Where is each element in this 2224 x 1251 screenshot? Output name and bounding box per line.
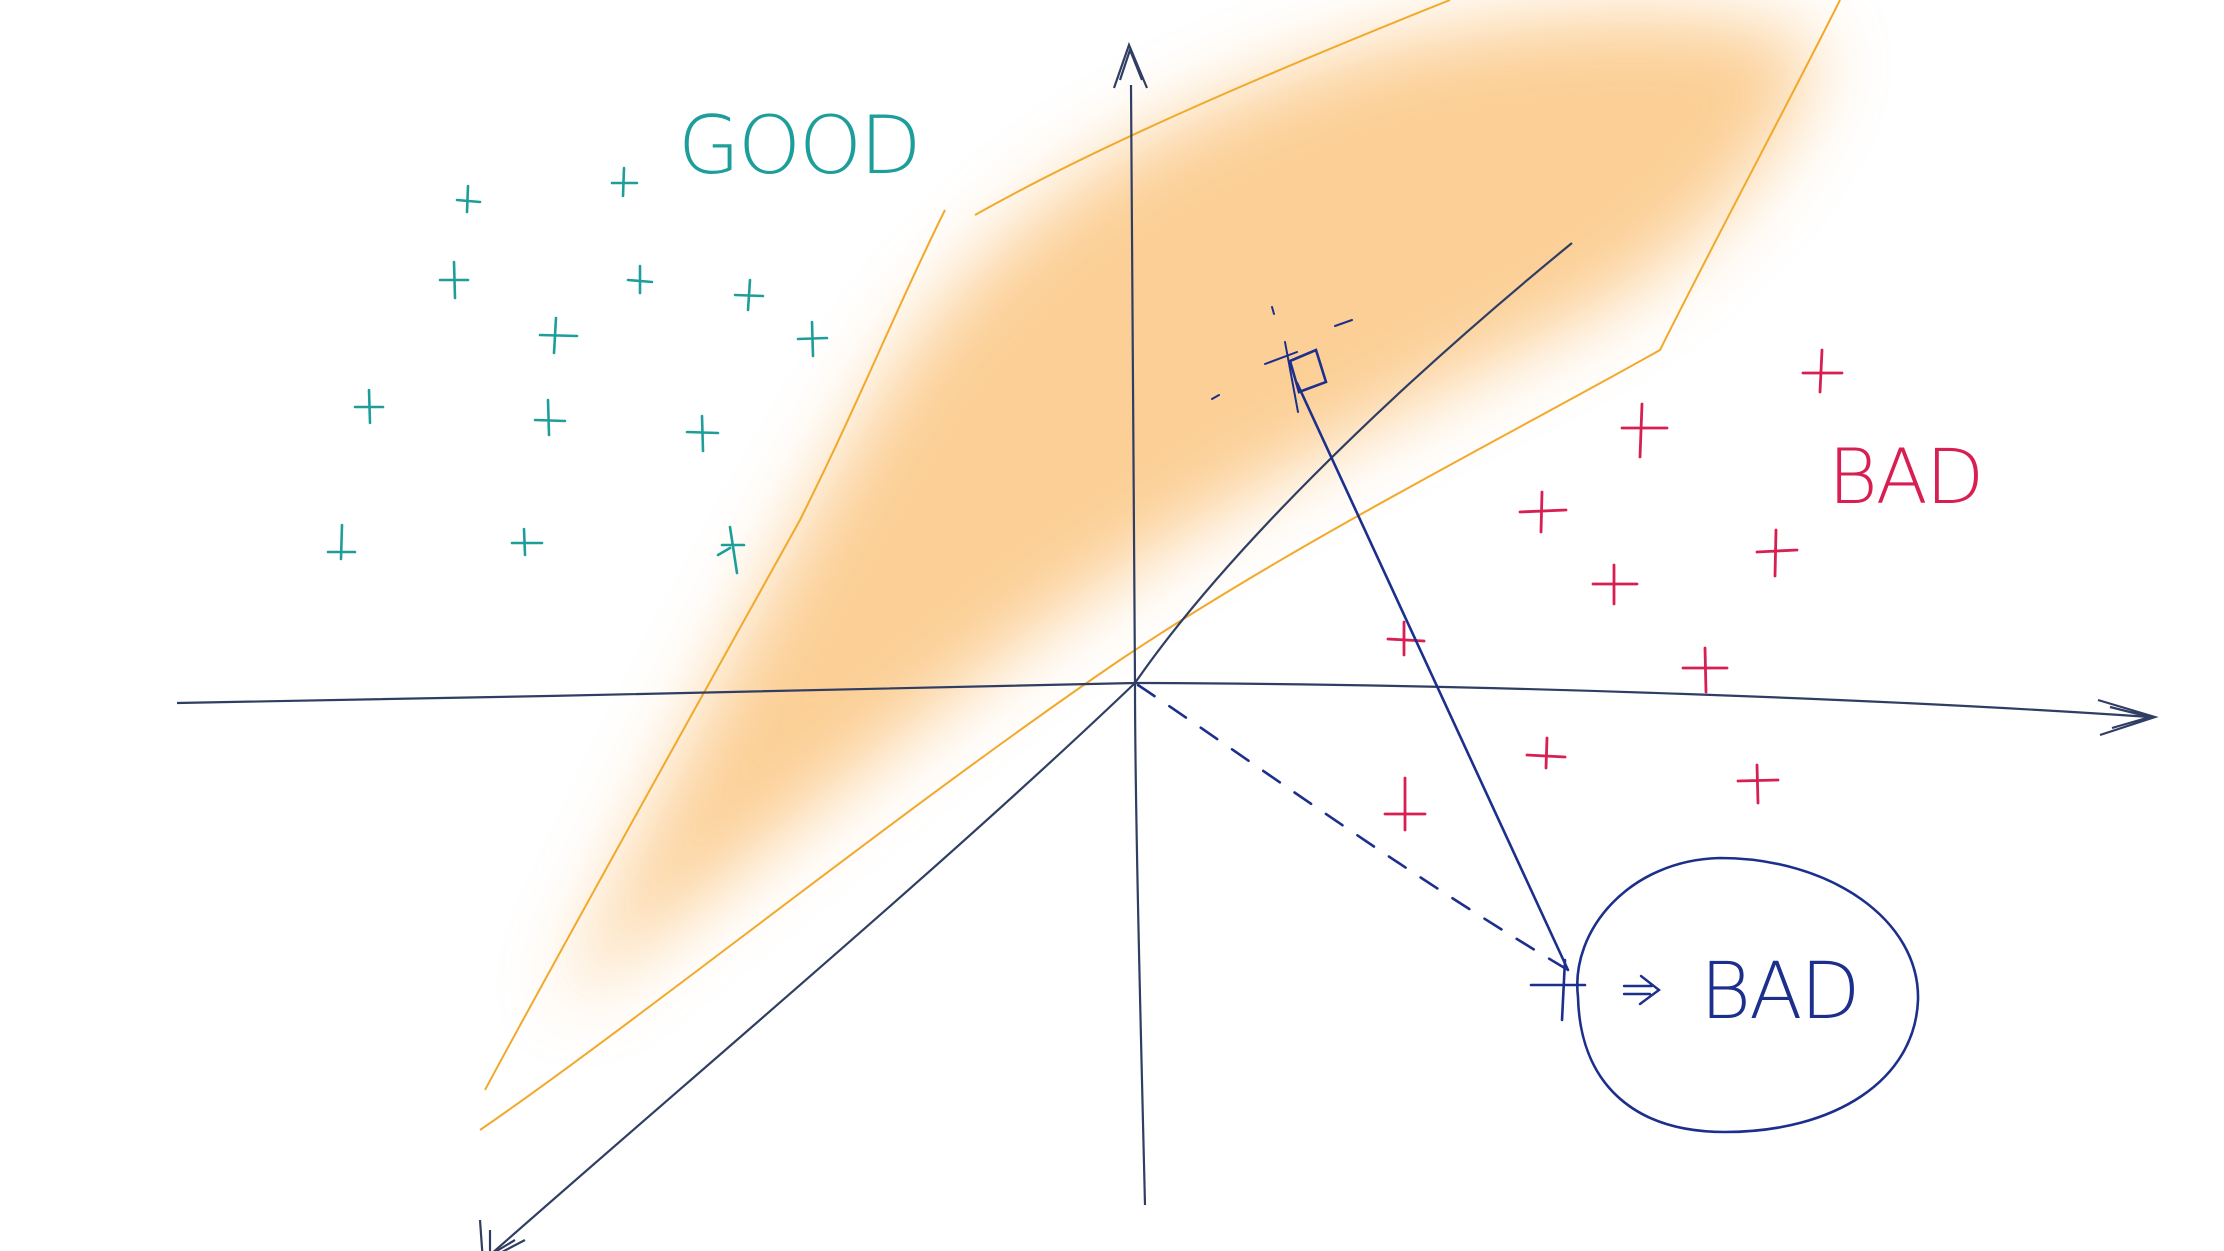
z-axis	[492, 242, 1573, 1251]
query-annotation	[1136, 306, 1920, 1134]
margin-upper-edge	[484, 209, 946, 1091]
prediction-circle	[1575, 856, 1920, 1134]
query-crosshair	[1211, 306, 1353, 413]
good-point	[455, 184, 482, 214]
margin-band	[479, 0, 1841, 1131]
good-point	[533, 398, 567, 437]
axes	[176, 41, 2159, 1251]
good-point	[510, 527, 544, 557]
good-point	[796, 320, 829, 358]
good-point	[538, 316, 579, 355]
good-point	[733, 278, 765, 312]
prediction-arrow-icon	[1622, 974, 1661, 1006]
good-point	[685, 414, 720, 453]
projection-foot-marker	[1288, 348, 1328, 394]
bad-point	[1525, 736, 1567, 770]
prediction-label: BAD	[1700, 947, 1859, 1037]
projection-dashed-line	[1136, 683, 1570, 972]
margin-lower-edge	[479, 0, 1841, 1131]
x-axis-arrowhead	[2097, 698, 2159, 737]
bad-points	[1383, 348, 1844, 832]
projection-line	[1295, 381, 1570, 972]
bad-point	[1736, 763, 1780, 805]
bad-point	[1591, 563, 1639, 606]
margin-upper-edge-2	[974, 0, 1451, 216]
bad-point	[1755, 528, 1799, 578]
bad-point	[1681, 646, 1729, 694]
good-label: GOOD	[678, 99, 920, 192]
good-point	[438, 260, 470, 300]
good-points	[326, 166, 829, 575]
good-point	[720, 525, 746, 575]
good-point	[353, 388, 385, 425]
y-axis-arrowhead	[1112, 41, 1149, 89]
bad-point	[1518, 490, 1568, 534]
z-axis-arrowhead	[478, 1219, 526, 1251]
bad-point	[1386, 620, 1426, 657]
good-point	[716, 546, 732, 557]
bad-point	[1801, 348, 1844, 394]
bad-point	[1620, 402, 1669, 459]
good-point	[626, 264, 654, 295]
bad-region-label: BAD	[1828, 432, 1982, 521]
bad-point	[1383, 776, 1427, 832]
good-point	[326, 523, 357, 561]
margin-band-fill	[560, 14, 1820, 1011]
x-axis	[176, 681, 2151, 719]
good-point	[610, 166, 639, 198]
